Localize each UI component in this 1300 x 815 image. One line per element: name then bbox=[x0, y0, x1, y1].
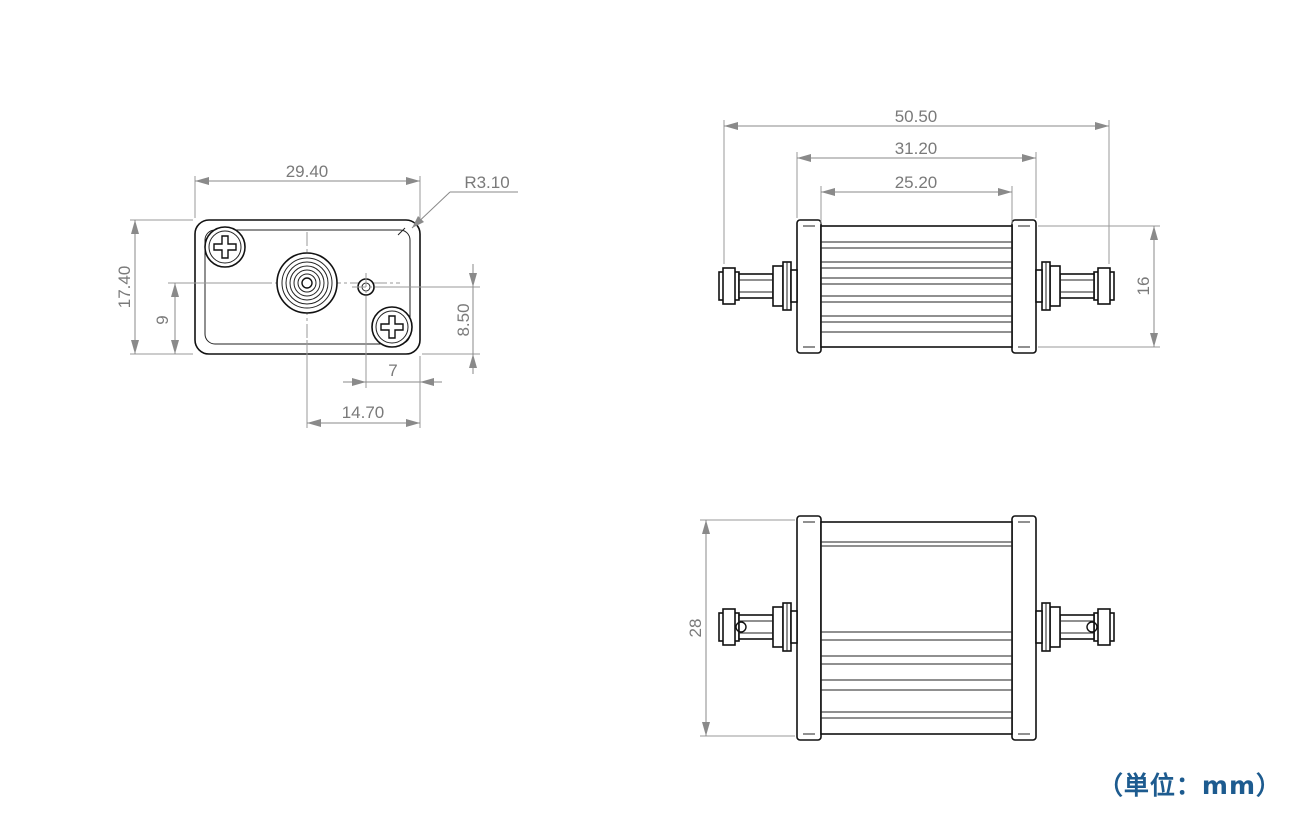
dim-front-height: 17.40 bbox=[115, 266, 134, 309]
front-view: 29.40 R3.10 17.40 9 8.50 7 bbox=[115, 162, 518, 428]
dim-side-overall-length: 50.50 bbox=[895, 107, 938, 126]
bottom-left-cap bbox=[796, 515, 822, 741]
bnc-bottom-right-icon bbox=[1035, 602, 1115, 652]
bnc-side-left-icon bbox=[718, 261, 798, 311]
bnc-bottom-left-icon bbox=[718, 602, 798, 652]
dim-bottom-depth: 28 bbox=[686, 619, 705, 638]
dim-front-width: 29.40 bbox=[286, 162, 329, 181]
screw-bottom-right-icon bbox=[371, 306, 413, 348]
dim-front-mount-offset: 7 bbox=[388, 361, 397, 380]
side-body bbox=[820, 225, 1013, 348]
dim-front-radius: R3.10 bbox=[464, 173, 509, 192]
bottom-body bbox=[820, 521, 1013, 735]
bottom-right-cap bbox=[1011, 515, 1037, 741]
dim-side-height: 16 bbox=[1134, 277, 1153, 296]
dim-front-mount-height: 8.50 bbox=[454, 303, 473, 336]
side-left-cap bbox=[796, 219, 822, 354]
units-label: （単位：mm） bbox=[1097, 771, 1282, 800]
dim-front-connector-height: 9 bbox=[153, 315, 172, 324]
side-right-cap bbox=[1011, 219, 1037, 354]
bottom-view: 28 bbox=[686, 515, 1115, 741]
led-icon bbox=[352, 273, 380, 301]
dim-side-inner-length: 25.20 bbox=[895, 173, 938, 192]
bnc-side-right-icon bbox=[1035, 261, 1115, 311]
dim-front-connector-offset: 14.70 bbox=[342, 403, 385, 422]
dim-side-body-length: 31.20 bbox=[895, 139, 938, 158]
bnc-front-icon bbox=[276, 252, 338, 314]
side-view: 50.50 31.20 25.20 16 bbox=[718, 107, 1160, 354]
screw-top-left-icon bbox=[204, 226, 246, 268]
